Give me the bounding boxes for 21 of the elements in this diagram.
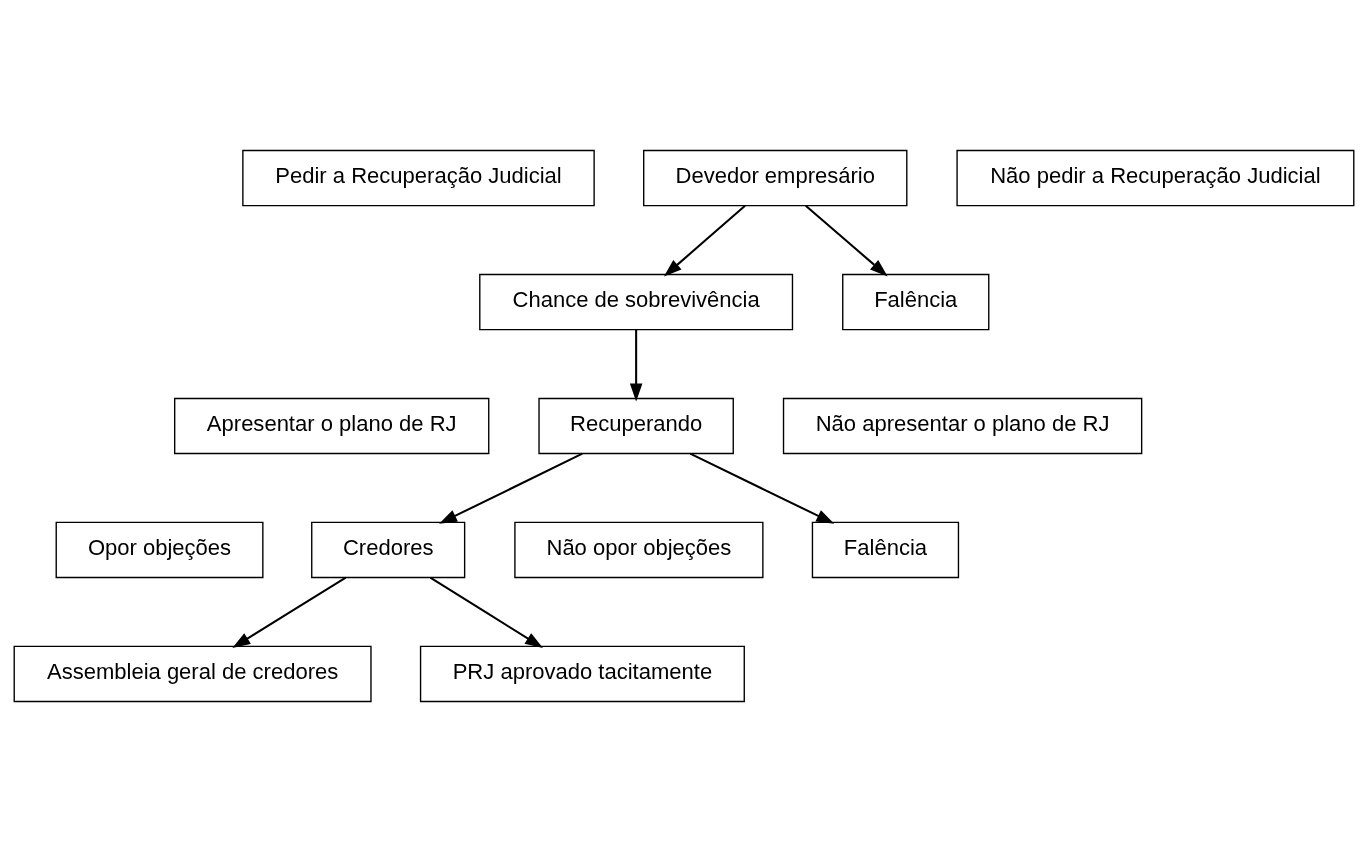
node-box: Falência xyxy=(811,521,960,578)
node-box: Recuperando xyxy=(538,397,734,454)
node-box: Não opor objeções xyxy=(514,521,764,578)
arrow xyxy=(439,452,583,524)
node-box: Credores xyxy=(311,521,466,578)
node-box: Chance de sobrevivência xyxy=(479,273,794,330)
node-box: Opor objeções xyxy=(55,521,264,578)
arrow xyxy=(805,204,888,276)
node-box: PRJ aprovado tacitamente xyxy=(419,645,745,702)
node-box: Pedir a Recuperação Judicial xyxy=(242,149,595,206)
node-box: Apresentar o plano de RJ xyxy=(174,397,490,454)
arrow xyxy=(232,576,347,648)
arrow xyxy=(689,452,835,524)
arrow xyxy=(663,204,746,276)
node-box: Não pedir a Recuperação Judicial xyxy=(956,149,1355,206)
node-box: Falência xyxy=(842,273,990,330)
arrow xyxy=(629,329,643,401)
node-box: Assembleia geral de credores xyxy=(13,645,372,702)
node-box: Devedor empresário xyxy=(643,149,908,206)
node-box: Não apresentar o plano de RJ xyxy=(782,397,1143,454)
arrow xyxy=(429,576,543,648)
